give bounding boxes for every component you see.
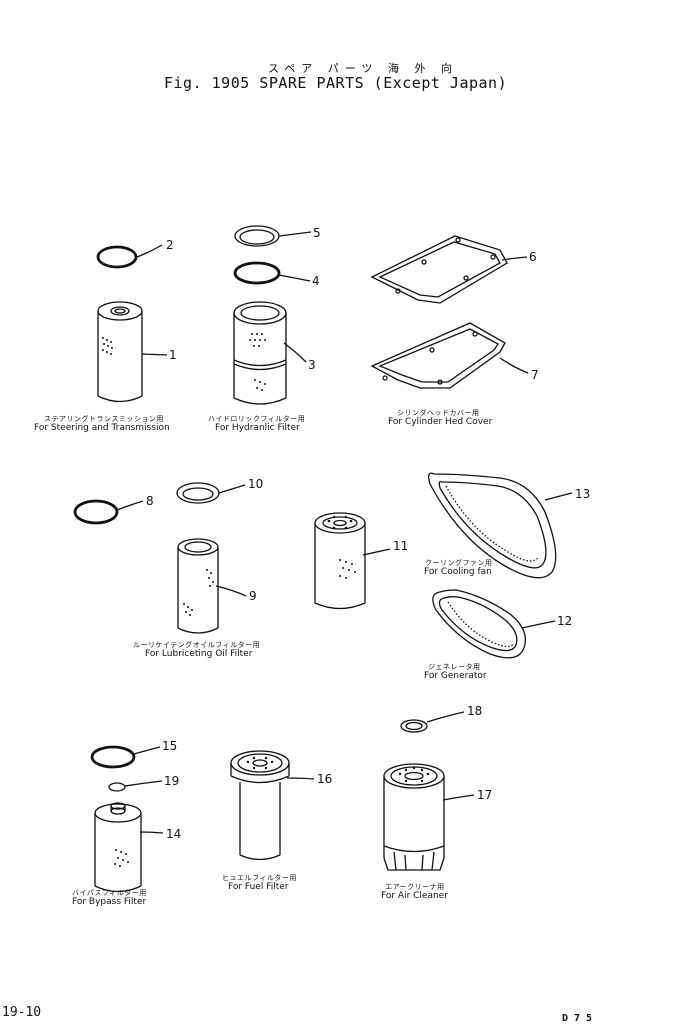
part-4-o-ring [233,261,311,285]
part-number-11: 11 [393,539,409,553]
part-18-gasket [400,711,465,733]
part-16-fuel-filter [230,750,315,861]
caption-generator-en: For Generator [424,671,487,681]
caption-cooling-en: For Cooling fan [424,567,492,577]
part-number-7: 7 [531,368,539,382]
part-number-13: 13 [575,487,591,501]
part-6-head-cover-gasket [370,235,528,304]
part-14-bypass-filter [94,802,164,893]
part-10-gasket [176,482,246,504]
caption-hydraulic-en: For Hydranlic Filter [215,423,300,433]
model-code: D75 [562,1013,599,1024]
part-number-8: 8 [146,494,154,508]
part-number-5: 5 [313,226,321,240]
part-1-filter-element [97,301,168,403]
part-12-generator-belt [432,589,556,659]
part-7-head-cover-gasket [370,322,529,389]
part-5-gasket [234,225,312,247]
part-number-2: 2 [166,238,174,252]
title-japanese: スペア パーツ 海 外 向 [268,62,458,75]
part-number-6: 6 [529,250,537,264]
part-19-small-o-ring [108,780,163,792]
part-13-fan-belt [428,472,573,579]
part-number-3: 3 [308,358,316,372]
part-number-10: 10 [248,477,264,491]
part-8-o-ring [73,499,144,525]
caption-bypass-jp: バイパスフィルター用 [72,889,147,897]
part-number-18: 18 [467,704,483,718]
caption-lubricating-jp: ルーリケイテングオイルフィルター用 [133,641,261,649]
part-number-1: 1 [169,348,177,362]
part-number-14: 14 [166,827,182,841]
caption-cooling-jp: クーリングファン用 [425,559,493,567]
part-2-o-ring [96,244,163,269]
caption-air-en: For Air Cleaner [381,891,448,901]
figure-title: Fig. 1905 SPARE PARTS (Except Japan) [164,74,508,92]
part-number-15: 15 [162,739,178,753]
part-number-16: 16 [317,772,333,786]
part-15-o-ring [90,745,161,769]
caption-air-jp: エアークリーナ用 [385,883,445,891]
part-number-19: 19 [164,774,180,788]
caption-bypass-en: For Bypass Filter [72,897,147,907]
part-number-4: 4 [312,274,320,288]
caption-hydraulic-jp: ハイドロリックフィルター用 [208,415,306,423]
part-11-oil-filter [314,512,391,610]
caption-cylinder-en: For Cylinder Hed Cover [388,417,493,427]
caption-lubricating-en: For Lubriceting Oil Filter [145,649,253,659]
part-3-hydraulic-filter [233,301,307,405]
caption-cylinder-jp: シリンダヘッドカバー用 [397,409,480,417]
part-17-air-cleaner [383,763,475,871]
part-number-17: 17 [477,788,493,802]
caption-steering-en: For Steering and Transmission [34,423,170,433]
caption-steering-jp: ステアリングトランスミッション用 [44,415,164,423]
caption-generator-jp: ジェネレータ用 [428,663,481,671]
caption-fuel-en: For Fuel Filter [228,882,289,892]
part-9-lube-filter [177,538,247,634]
caption-fuel-jp: ヒュエルフィルター用 [222,874,297,882]
part-number-12: 12 [557,614,573,628]
part-number-9: 9 [249,589,257,603]
page-number: 19-10 [2,1005,42,1020]
